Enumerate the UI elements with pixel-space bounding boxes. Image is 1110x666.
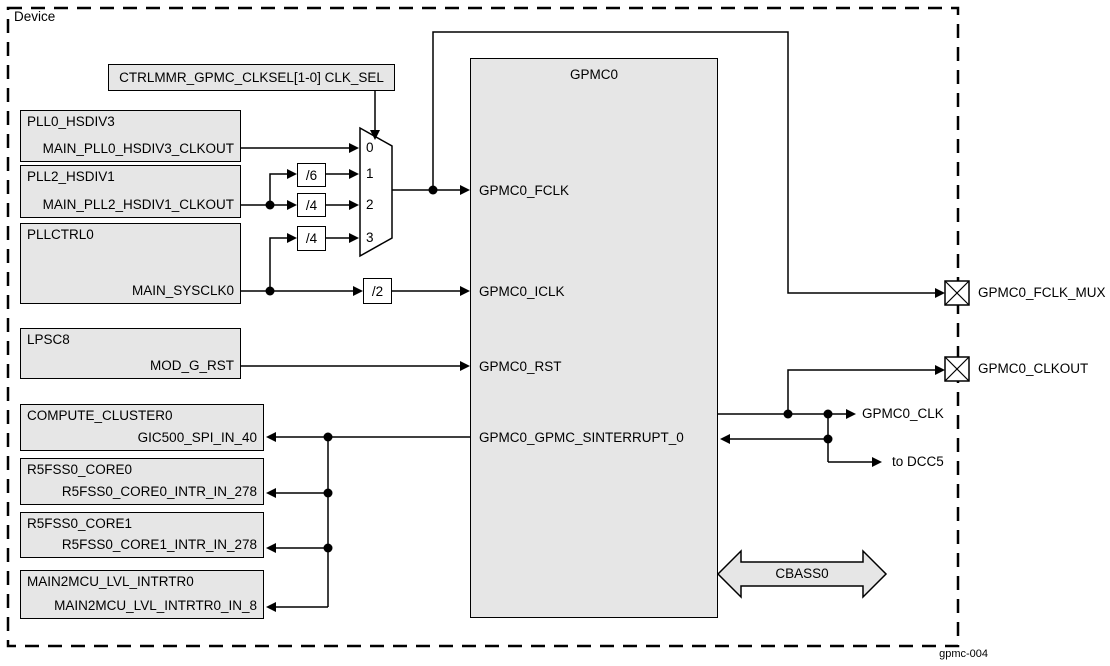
block-pllctrl0: PLLCTRL0 MAIN_SYSCLK0	[20, 223, 241, 304]
block-output-port: MAIN_PLL0_HSDIV3_CLKOUT	[42, 141, 234, 156]
block-lpsc8: LPSC8 MOD_G_RST	[20, 328, 241, 379]
block-output-port: MAIN_SYSCLK0	[131, 283, 234, 298]
mux-input-0: 0	[366, 140, 374, 155]
divider-label: /6	[305, 167, 318, 183]
block-title: COMPUTE_CLUSTER0	[27, 408, 173, 423]
block-r5fss0-core0: R5FSS0_CORE0 R5FSS0_CORE0_INTR_IN_278	[20, 458, 264, 505]
pad-gpmc0-fclk-mux	[944, 280, 970, 306]
clk-sel-register-box: CTRLMMR_GPMC_CLKSEL[1-0] CLK_SEL	[108, 64, 395, 91]
divider-label: /2	[371, 283, 384, 299]
block-title: PLL2_HSDIV1	[27, 169, 115, 184]
gpmc0-port-sinterrupt: GPMC0_GPMC_SINTERRUPT_0	[479, 430, 684, 445]
figure-id: gpmc-004	[939, 648, 988, 660]
divider-div6: /6	[297, 163, 326, 187]
divider-label: /4	[305, 231, 318, 246]
block-gpmc0: GPMC0 GPMC0_FCLK GPMC0_ICLK GPMC0_RST GP…	[470, 58, 718, 618]
block-title: LPSC8	[27, 332, 70, 347]
divider-div2: /2	[363, 278, 392, 304]
block-input-port: R5FSS0_CORE1_INTR_IN_278	[61, 537, 257, 552]
block-r5fss0-core1: R5FSS0_CORE1 R5FSS0_CORE1_INTR_IN_278	[20, 512, 264, 558]
gpmc0-port-fclk: GPMC0_FCLK	[479, 183, 570, 198]
label-gpmc0-fclk-mux: GPMC0_FCLK_MUX	[978, 285, 1106, 300]
clk-sel-register-label: CTRLMMR_GPMC_CLKSEL[1-0] CLK_SEL	[119, 70, 384, 85]
pad-gpmc0-clkout	[944, 356, 970, 382]
gpmc0-title: GPMC0	[569, 67, 618, 82]
label-gpmc0-clkout: GPMC0_CLKOUT	[978, 361, 1089, 376]
block-input-port: GIC500_SPI_IN_40	[137, 430, 257, 445]
block-title: R5FSS0_CORE1	[27, 516, 133, 531]
device-label: Device	[14, 9, 56, 24]
divider-div4-a: /4	[297, 193, 326, 217]
block-input-port: R5FSS0_CORE0_INTR_IN_278	[61, 484, 257, 499]
divider-label: /4	[305, 197, 318, 213]
block-title: R5FSS0_CORE0	[27, 462, 133, 477]
block-main2mcu-lvl-intrtr0: MAIN2MCU_LVL_INTRTR0 MAIN2MCU_LVL_INTRTR…	[20, 570, 264, 619]
block-pll2-hsdiv1: PLL2_HSDIV1 MAIN_PLL2_HSDIV1_CLKOUT	[20, 165, 241, 218]
block-output-port: MOD_G_RST	[149, 358, 234, 373]
gpmc0-port-rst: GPMC0_RST	[479, 359, 562, 374]
gpmc0-port-iclk: GPMC0_ICLK	[479, 284, 565, 299]
divider-div4-b: /4	[297, 226, 326, 251]
label-gpmc0-clk: GPMC0_CLK	[862, 406, 944, 421]
block-pll0-hsdiv3: PLL0_HSDIV3 MAIN_PLL0_HSDIV3_CLKOUT	[20, 110, 241, 162]
block-input-port: MAIN2MCU_LVL_INTRTR0_IN_8	[54, 598, 257, 613]
mux-input-1: 1	[366, 166, 374, 181]
label-to-dcc5: to DCC5	[892, 454, 944, 469]
clock-mux	[359, 126, 393, 258]
block-compute-cluster0: COMPUTE_CLUSTER0 GIC500_SPI_IN_40	[20, 404, 264, 451]
block-title: PLL0_HSDIV3	[27, 114, 115, 129]
block-title: PLLCTRL0	[27, 227, 94, 242]
block-title: MAIN2MCU_LVL_INTRTR0	[27, 574, 194, 589]
block-output-port: MAIN_PLL2_HSDIV1_CLKOUT	[42, 197, 234, 212]
mux-input-2: 2	[366, 197, 374, 212]
mux-input-3: 3	[366, 230, 374, 245]
label-cbass0: CBASS0	[775, 566, 829, 581]
